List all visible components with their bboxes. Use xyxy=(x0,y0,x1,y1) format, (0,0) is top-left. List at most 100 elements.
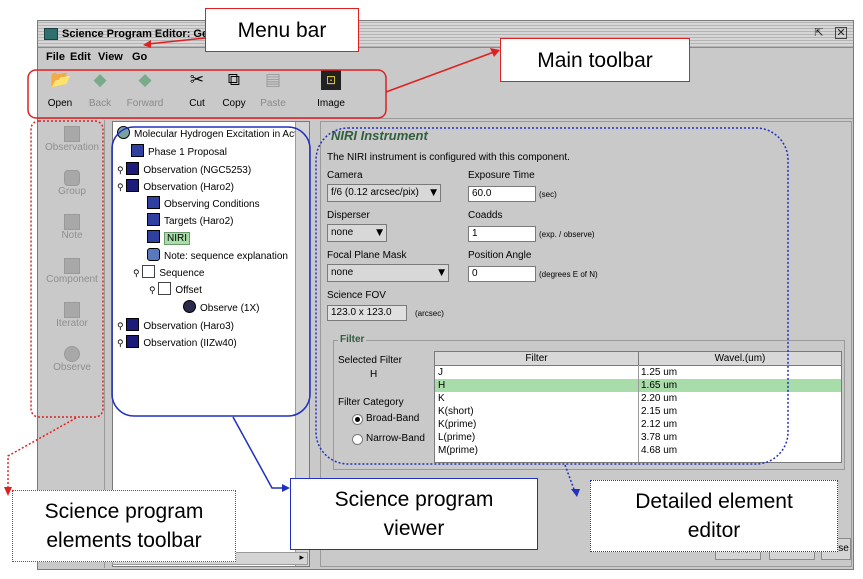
selected-filter-label: Selected Filter xyxy=(338,355,402,366)
filter-group-title: Filter xyxy=(338,334,367,345)
note-icon xyxy=(147,248,160,261)
menu-edit[interactable]: Edit xyxy=(70,51,91,63)
menu-go[interactable]: Go xyxy=(132,51,148,63)
tree-item-note[interactable]: Note: sequence explanation xyxy=(147,248,288,262)
filter-category-label: Filter Category xyxy=(338,397,404,408)
table-row[interactable]: L(prime)3.78 um xyxy=(438,432,678,443)
app-icon xyxy=(44,28,58,40)
chevron-down-icon: ▼ xyxy=(376,228,383,238)
image-button[interactable]: ⊡ Image xyxy=(309,70,353,109)
main-toolbar: 📂 Open ◆ Back ◆ Forward ✂ Cut ⧉ Copy ▤ P… xyxy=(38,66,853,119)
instrument-icon xyxy=(147,230,160,243)
disperser-label: Disperser xyxy=(327,210,370,221)
offset-icon xyxy=(158,282,172,295)
position-angle-field[interactable]: 0 xyxy=(468,266,536,282)
viewer-arrowhead xyxy=(282,484,290,492)
table-row[interactable]: M(prime)4.68 um xyxy=(438,445,678,456)
main-toolbar-callout: Main toolbar xyxy=(500,38,690,82)
filter-group: Filter Selected Filter H Filter Category… xyxy=(333,334,845,470)
coadds-unit: (exp. / observe) xyxy=(539,230,595,239)
menu-view[interactable]: View xyxy=(98,51,123,63)
fpm-select[interactable]: none▼ xyxy=(327,264,449,282)
toolbar-arrow xyxy=(385,51,495,93)
tree-item-program[interactable]: Molecular Hydrogen Excitation in Active xyxy=(117,126,310,140)
coadds-field[interactable]: 1 xyxy=(468,226,536,242)
cut-button[interactable]: ✂ Cut xyxy=(175,70,219,109)
tree-item-observe[interactable]: Observe (1X) xyxy=(183,300,259,314)
scroll-right-icon[interactable]: ▸ xyxy=(299,553,304,563)
menu-bar-arrowhead xyxy=(143,40,151,48)
tree-item-observation[interactable]: ⚲ Observation (IIZw40) xyxy=(117,335,237,349)
tree-item-observation[interactable]: ⚲ Observation (NGC5253) xyxy=(117,162,251,176)
editor-description: The NIRI instrument is configured with t… xyxy=(327,152,570,163)
camera-label: Camera xyxy=(327,170,363,181)
tree-item-sequence[interactable]: ⚲ Sequence xyxy=(133,265,204,279)
chevron-down-icon: ▼ xyxy=(438,268,445,278)
broad-band-radio[interactable] xyxy=(352,414,363,425)
open-button[interactable]: 📂 Open xyxy=(47,70,73,109)
table-header-filter[interactable]: Filter xyxy=(435,352,639,366)
copy-icon: ⧉ xyxy=(227,70,241,90)
editor-arrowhead xyxy=(571,489,580,497)
tree-item-offset[interactable]: ⚲ Offset xyxy=(149,282,202,296)
group-icon xyxy=(64,170,80,186)
note-icon xyxy=(64,214,80,230)
image-icon: ⊡ xyxy=(321,70,341,90)
forward-button[interactable]: ◆ Forward xyxy=(126,70,164,109)
broad-band-label: Broad-Band xyxy=(366,413,420,424)
elements-toolbar-arrow xyxy=(7,417,77,490)
observation-icon xyxy=(126,318,140,331)
fpm-label: Focal Plane Mask xyxy=(327,250,407,261)
position-angle-unit: (degrees E of N) xyxy=(539,270,598,279)
camera-select[interactable]: f/6 (0.12 arcsec/pix)▼ xyxy=(327,184,441,202)
selected-filter-value: H xyxy=(370,369,378,380)
menu-bar-arrow xyxy=(147,37,206,45)
observe-icon xyxy=(64,346,80,362)
chevron-down-icon: ▼ xyxy=(430,188,437,198)
title-bar[interactable]: Science Program Editor: Gem ⇱ ✕ xyxy=(38,21,853,48)
restore-icon[interactable]: ⇱ xyxy=(814,26,824,39)
iterator-icon xyxy=(64,302,80,318)
observation-icon xyxy=(126,335,140,348)
elements-toolbar-callout: Science program elements toolbar xyxy=(12,490,236,562)
palette-component[interactable]: Component xyxy=(40,258,104,285)
toolbar-arrowhead xyxy=(490,48,500,57)
exposure-field[interactable]: 60.0 xyxy=(468,186,536,202)
table-row[interactable]: K(prime)2.12 um xyxy=(438,419,678,430)
tree-item-conditions[interactable]: Observing Conditions xyxy=(147,196,260,210)
tree-item-observation[interactable]: ⚲ Observation (Haro2) xyxy=(117,179,234,193)
palette-iterator[interactable]: Iterator xyxy=(40,302,104,329)
palette-group[interactable]: Group xyxy=(40,170,104,197)
palette-note[interactable]: Note xyxy=(40,214,104,241)
tree-vertical-scrollbar[interactable] xyxy=(295,122,309,566)
palette-observe[interactable]: Observe xyxy=(40,346,104,373)
copy-button[interactable]: ⧉ Copy xyxy=(222,70,246,109)
tree-item-observation[interactable]: ⚲ Observation (Haro3) xyxy=(117,318,234,332)
targets-icon xyxy=(147,213,160,226)
observation-icon xyxy=(126,179,140,192)
table-header-wavelength[interactable]: Wavel.(um) xyxy=(639,352,841,366)
tree-item-targets[interactable]: Targets (Haro2) xyxy=(147,213,233,227)
coadds-label: Coadds xyxy=(468,210,503,221)
paste-button[interactable]: ▤ Paste xyxy=(260,70,286,109)
tree-item-niri[interactable]: NIRI xyxy=(147,230,190,245)
narrow-band-radio[interactable] xyxy=(352,434,363,445)
fov-field: 123.0 x 123.0 xyxy=(327,305,407,321)
back-button[interactable]: ◆ Back xyxy=(88,70,112,109)
observe-icon xyxy=(183,300,196,313)
tree-item-proposal[interactable]: Phase 1 Proposal xyxy=(131,144,227,158)
disperser-select[interactable]: none▼ xyxy=(327,224,387,242)
viewer-callout: Science program viewer xyxy=(290,478,538,550)
elements-toolbar-arrowhead xyxy=(4,487,12,496)
table-row[interactable]: K(short)2.15 um xyxy=(438,406,678,417)
close-icon[interactable]: ✕ xyxy=(835,26,847,39)
component-icon xyxy=(64,258,80,274)
palette-observation[interactable]: Observation xyxy=(40,126,104,153)
editor-title: NIRI Instrument xyxy=(331,128,428,143)
observation-icon xyxy=(126,162,140,175)
menu-file[interactable]: File xyxy=(46,51,65,63)
viewer-highlight xyxy=(111,126,311,417)
